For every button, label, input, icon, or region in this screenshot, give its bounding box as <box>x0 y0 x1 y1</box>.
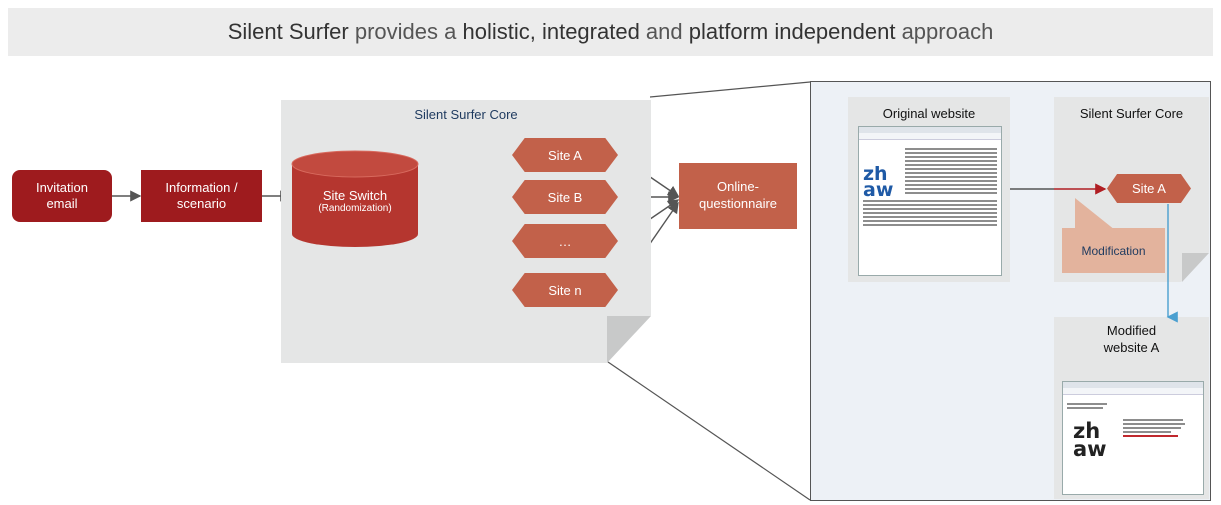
site-n-node: Site n <box>512 273 618 307</box>
detail-core-title: Silent Surfer Core <box>1079 106 1184 121</box>
banner-brand: Silent Surfer <box>227 19 349 44</box>
header-banner: Silent Surfer provides a holistic, integ… <box>8 8 1213 56</box>
core-title: Silent Surfer Core <box>414 107 518 122</box>
banner-text-1: provides a <box>348 19 463 44</box>
online-questionnaire-box: Online-questionnaire <box>679 163 797 229</box>
zoom-line-bottom <box>607 361 811 501</box>
information-scenario-box: Information /scenario <box>141 170 262 222</box>
modified-website-title: Modified website A <box>1054 323 1209 357</box>
site-switch-label: Site Switch (Randomization) <box>290 188 420 214</box>
modified-title-line2: website A <box>1103 339 1160 355</box>
original-website-screenshot: zh aw <box>858 126 1002 276</box>
information-line2: scenario <box>176 196 227 211</box>
site-a-node: Site A <box>512 138 618 172</box>
banner-emph-2: platform independent <box>688 19 896 44</box>
modification-callout: Modification <box>1062 228 1165 273</box>
site-ellipsis-node: … <box>512 224 618 258</box>
randomization-label: (Randomization) <box>318 203 392 214</box>
invitation-line1: Invitation <box>35 179 89 195</box>
modified-logo-bottom: aw <box>1073 436 1107 461</box>
detail-site-a-node: Site A <box>1107 174 1191 203</box>
information-line1: Information / <box>165 179 238 195</box>
questionnaire-line1: Online- <box>717 179 759 195</box>
modified-title-line1: Modified <box>1106 323 1157 338</box>
site-switch-title: Site Switch <box>322 188 388 203</box>
original-logo-top: zh <box>863 163 888 185</box>
modified-website-screenshot: zh aw <box>1062 381 1204 495</box>
original-logo-bottom: aw <box>863 179 894 202</box>
banner-text-2: and <box>639 19 689 44</box>
site-switch-cylinder <box>291 150 419 247</box>
zoom-line-top <box>649 81 811 98</box>
banner-text-3: approach <box>895 19 994 44</box>
original-website-title: Original website <box>882 106 976 121</box>
site-b-node: Site B <box>512 180 618 214</box>
banner-emph-1: holistic, integrated <box>462 19 640 44</box>
modified-logo-top: zh <box>1073 419 1101 443</box>
questionnaire-line2: questionnaire <box>698 196 778 211</box>
invitation-line2: email <box>46 196 78 211</box>
